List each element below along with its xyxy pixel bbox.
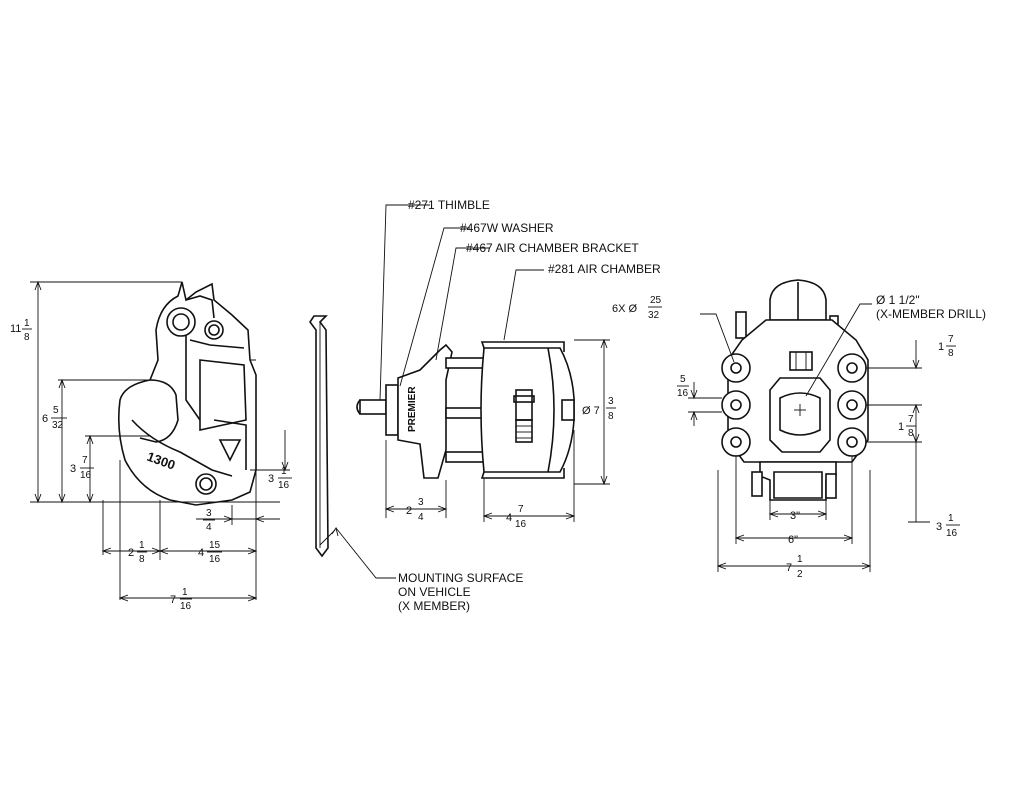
dim-3-1-16-left: 31 16 [268,466,292,491]
dimension-text: 1 [139,540,145,551]
dimension-text: 2 [406,505,412,517]
left-view-dimensions [30,280,290,602]
brand-marking: PREMIER [407,386,418,432]
dimension-text: 4 [198,547,204,559]
dimension-text: 1 [24,318,30,329]
dimension-text: 1 [938,341,944,353]
dimension-text: Ø 7 [582,405,600,417]
dimension-text: 11 [10,323,21,335]
dimension-text: 3 [70,463,76,475]
dimension-text: 4 [506,512,512,524]
dim-3in: 3" [790,510,800,522]
dimension-text: 7 [948,334,954,345]
dim-3-4: 34 [203,508,215,533]
dimension-text: 16 [677,388,689,399]
dimension-text: 15 [209,540,221,551]
dimension-text: 16 [946,528,958,539]
dim-6in: 6" [788,534,798,546]
dimension-text: 2 [797,569,803,580]
dimension-text: 1 [797,554,803,565]
dim-2-3-4: 23 4 [406,497,426,523]
callout-drill-diameter: Ø 1 1/2" [876,293,920,307]
dimension-text: 8 [24,332,30,343]
dim-7-1-2: 71 2 [786,554,805,580]
dimension-text: 1 [948,513,954,524]
dim-3-1-16-right: 31 16 [936,513,960,539]
callout-mounting-surface: MOUNTING SURFACE [398,571,523,585]
dim-6-5-32: 65 32 [42,405,67,431]
dimension-text: 8 [139,554,145,565]
dim-6x-hole-25-32: 6X Ø 25 32 [612,295,662,321]
callout-bracket: #467 AIR CHAMBER BRACKET [466,241,639,255]
dimension-text: 16 [80,470,92,481]
dimension-text: 16 [180,601,192,612]
dimension-text: 5 [53,405,59,416]
dimension-text: 7 [518,504,524,515]
air-chamber-side-view: PREMIER [356,341,575,479]
dimension-text: 7 [908,414,914,425]
callout-on-vehicle: ON VEHICLE [398,585,471,599]
callout-leaders [379,204,544,401]
dimension-text: 4 [206,522,212,533]
dim-7-1-16: 71 16 [170,587,192,612]
dimension-text: 3 [418,497,424,508]
dimension-text: 8 [948,348,954,359]
dimension-text: 1 [281,466,287,477]
dim-5-16: 516 [677,374,689,399]
dim-2-1-8: 21 8 [128,540,147,565]
dim-4-15-16: 4 15 16 [198,540,222,565]
dimension-text: 3 [608,396,614,407]
callout-drill-label: (X-MEMBER DRILL) [876,307,986,321]
dimension-text: 4 [418,512,424,523]
dimension-text: 3 [206,508,212,519]
dimension-text: 6X Ø [612,303,638,315]
dimension-text: 6 [42,413,48,425]
bolt-hole-group [721,353,867,457]
dimension-text: 7 [82,455,88,466]
dimension-text: 8 [908,428,914,439]
dimension-text: 7 [786,562,792,574]
dimension-text: 1 [182,587,188,598]
dimension-text: 3 [268,473,274,485]
callout-washer: #467W WASHER [460,221,554,235]
dimension-text: 16 [515,519,527,530]
middle-view-dimensions [384,338,610,522]
pintle-hook-side-view: 1300 [118,281,257,506]
dimension-text: 2 [128,547,134,559]
callout-air-chamber: #281 AIR CHAMBER [548,262,661,276]
dimension-text: 8 [608,411,614,422]
dim-1-7-8-mid: 17 8 [898,414,916,439]
callout-text: #271 THIMBLE #467W WASHER #467 AIR CHAMB… [398,198,986,613]
dim-4-7-16: 47 16 [506,504,529,530]
dimension-text: 32 [52,420,64,431]
dimension-text: 16 [209,554,221,565]
dimension-text: 32 [648,310,660,321]
callout-thimble: #271 THIMBLE [408,198,490,212]
mounting-front-view [700,279,872,501]
dimension-text: 5 [680,374,686,385]
dim-diameter-7-3-8: Ø 7 3 8 [582,396,616,422]
dimension-text: 16 [278,480,290,491]
right-view-dimensions [688,340,930,572]
callout-x-member: (X MEMBER) [398,599,470,613]
dim-1-7-8-top: 17 8 [938,334,956,359]
dimension-text: 1 [898,421,904,433]
dimension-text: 7 [170,594,176,606]
dimension-text: 3 [936,521,942,533]
dimension-text: 25 [650,295,662,306]
dim-3-7-16: 37 16 [70,455,94,481]
mounting-surface [309,315,396,579]
